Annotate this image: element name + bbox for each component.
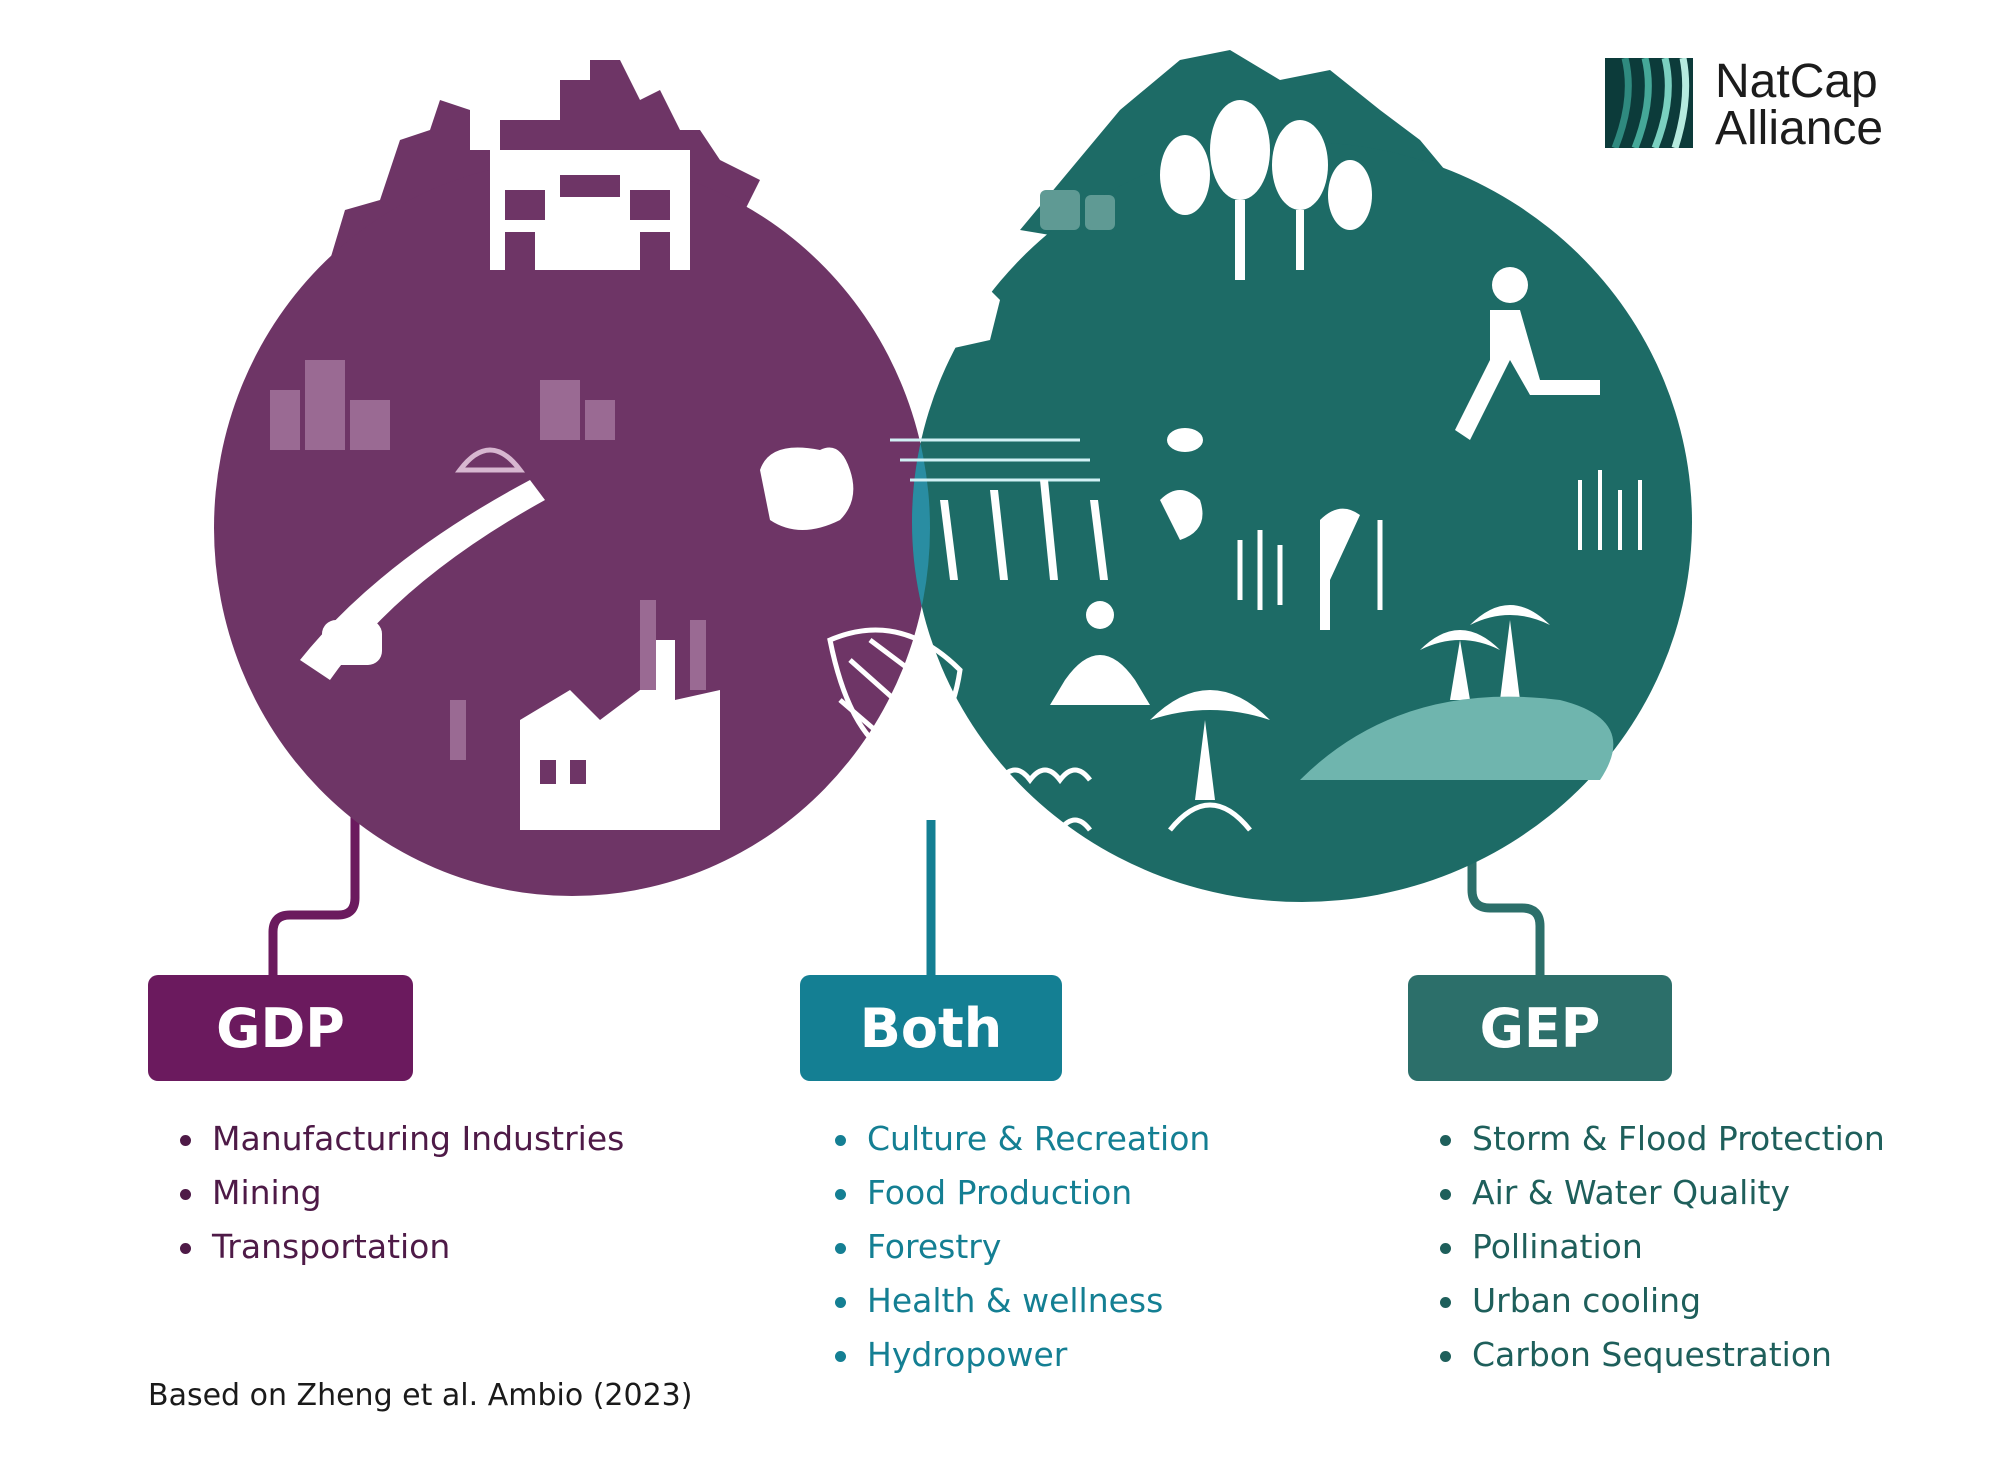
gep-list: Storm & Flood Protection Air & Water Qua…	[1440, 1112, 1885, 1382]
waves-icon	[998, 767, 1092, 835]
mangrove-icon	[1150, 690, 1270, 832]
both-illustrations	[760, 260, 1150, 763]
palm-island-icon	[1420, 605, 1550, 700]
gep-illustrations	[998, 100, 1642, 835]
list-item: Transportation	[180, 1220, 624, 1274]
gep-label: GEP	[1408, 975, 1672, 1081]
list-item: Health & wellness	[835, 1274, 1210, 1328]
island-shape	[1300, 696, 1614, 780]
list-item: Culture & Recreation	[835, 1112, 1210, 1166]
list-item: Forestry	[835, 1220, 1210, 1274]
natcap-logo-text: NatCap Alliance	[1715, 55, 1884, 155]
list-item: Carbon Sequestration	[1440, 1328, 1885, 1382]
heron-icon	[1237, 508, 1383, 630]
city-buildings-icon	[270, 360, 615, 450]
list-item: Hydropower	[835, 1328, 1210, 1382]
connector-gep	[1467, 820, 1545, 980]
chicken-icon	[760, 447, 854, 530]
shop-icon	[490, 150, 690, 270]
logo-line-1: NatCap	[1715, 55, 1878, 108]
runner-icon	[1455, 267, 1600, 440]
train-icon	[300, 480, 545, 680]
logo-line-2: Alliance	[1715, 102, 1884, 155]
gdp-illustrations	[270, 150, 720, 830]
fishing-net-icon	[827, 627, 963, 763]
list-item: Air & Water Quality	[1440, 1166, 1885, 1220]
natcap-logo-mark-icon	[1605, 58, 1693, 148]
list-item: Food Production	[835, 1166, 1210, 1220]
natcap-logo: NatCap Alliance	[1605, 58, 1905, 158]
gdp-list: Manufacturing Industries Mining Transpor…	[180, 1112, 624, 1274]
list-item: Manufacturing Industries	[180, 1112, 624, 1166]
smoke-stacks-icon	[450, 600, 706, 760]
tree-stumps-icon	[1040, 190, 1115, 230]
hummingbird-icon	[1160, 490, 1203, 540]
logs-icon	[875, 260, 1000, 360]
crops-icon	[940, 480, 1108, 580]
farm-fields-icon	[890, 438, 1100, 482]
connector-gdp	[268, 780, 360, 980]
list-item: Storm & Flood Protection	[1440, 1112, 1885, 1166]
both-list: Culture & Recreation Food Production For…	[835, 1112, 1210, 1382]
reeds-icon	[1578, 470, 1642, 550]
list-item: Pollination	[1440, 1220, 1885, 1274]
factory-icon	[520, 640, 720, 830]
list-item: Urban cooling	[1440, 1274, 1885, 1328]
tunnel-icon	[454, 447, 526, 473]
list-item: Mining	[180, 1166, 624, 1220]
bee-icon	[1167, 428, 1203, 452]
gdp-label: GDP	[148, 975, 413, 1081]
forest-icon	[1160, 100, 1372, 280]
both-label: Both	[800, 975, 1062, 1081]
meditation-icon	[1050, 601, 1150, 705]
source-footnote: Based on Zheng et al. Ambio (2023)	[148, 1378, 693, 1413]
